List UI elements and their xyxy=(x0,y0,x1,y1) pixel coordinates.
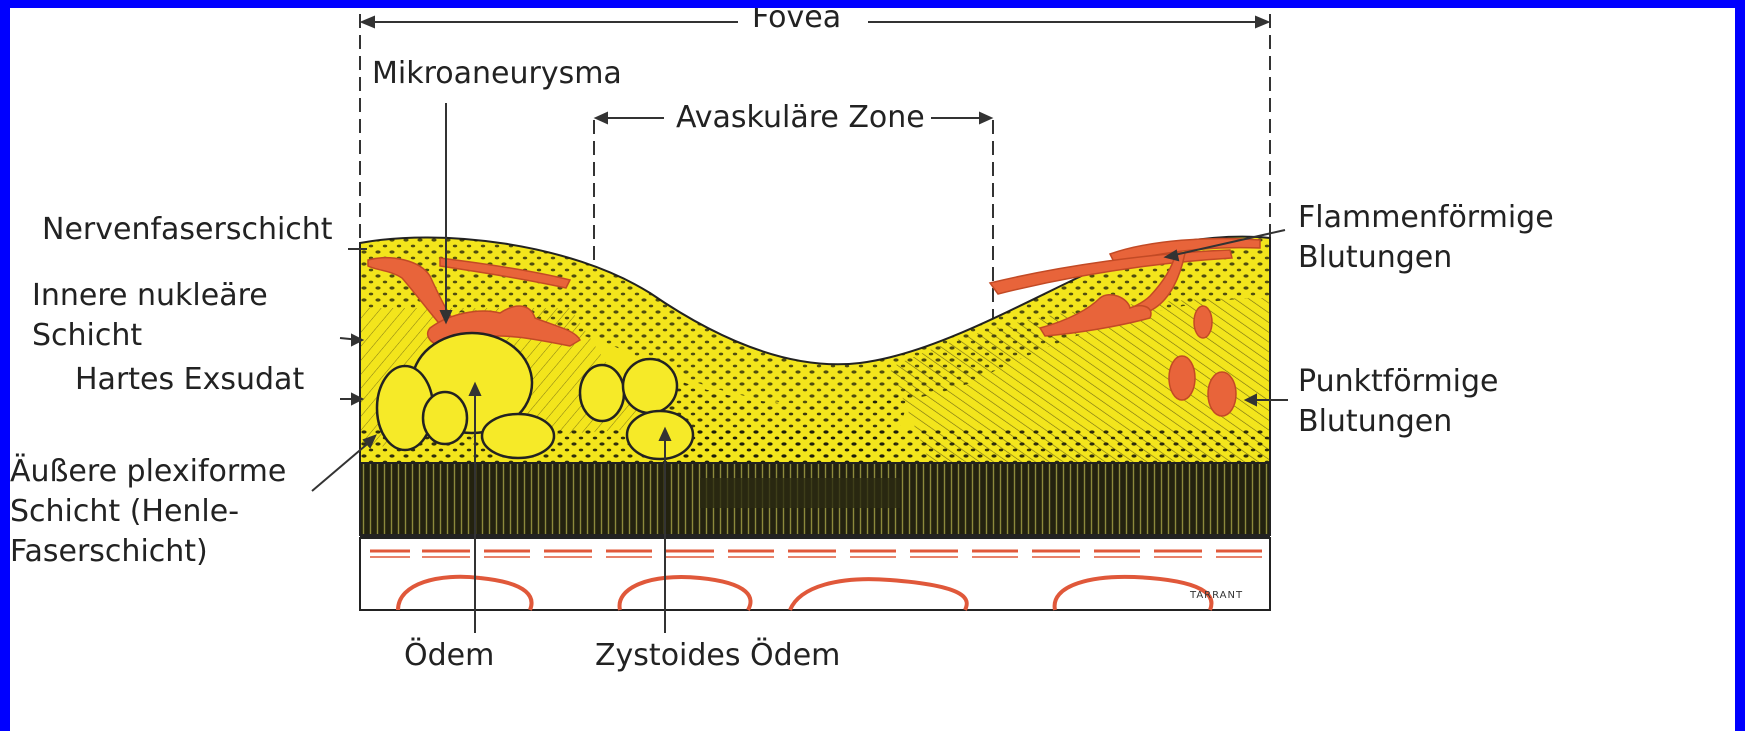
label-line: Flammenförmige xyxy=(1298,198,1554,238)
choroid-layer xyxy=(360,538,1270,610)
label-aeussere-plexiforme-schicht: Äußere plexiforme Schicht (Henle- Fasers… xyxy=(10,452,286,572)
label-mikroaneurysma: Mikroaneurysma xyxy=(372,54,622,94)
label-line: Schicht xyxy=(32,316,268,356)
label-line: Blutungen xyxy=(1298,402,1499,442)
label-innere-nukleaere-schicht: Innere nukleäre Schicht xyxy=(32,276,268,356)
diagram-frame: Fovea Mikroaneurysma Avaskuläre Zone Ner… xyxy=(10,8,1735,731)
label-avaskulaere-zone: Avaskuläre Zone xyxy=(670,98,931,138)
label-line: Innere nukleäre xyxy=(32,276,268,316)
label-line: Faserschicht) xyxy=(10,532,286,572)
label-zystoides-oedem: Zystoides Ödem xyxy=(595,636,840,676)
label-oedem: Ödem xyxy=(404,636,494,676)
label-nervenfaserschicht: Nervenfaserschicht xyxy=(42,210,333,250)
label-line: Blutungen xyxy=(1298,238,1554,278)
label-flammenfoermige-blutungen: Flammenförmige Blutungen xyxy=(1298,198,1554,278)
label-line: Äußere plexiforme xyxy=(10,452,286,492)
label-line: Punktförmige xyxy=(1298,362,1499,402)
zystoides-cyst xyxy=(580,365,624,421)
label-punktfoermige-blutungen: Punktförmige Blutungen xyxy=(1298,362,1499,442)
label-line: Schicht (Henle- xyxy=(10,492,286,532)
label-hartes-exsudat: Hartes Exsudat xyxy=(75,360,304,400)
label-fovea: Fovea xyxy=(746,8,847,38)
artist-signature: TARRANT xyxy=(1190,590,1243,601)
